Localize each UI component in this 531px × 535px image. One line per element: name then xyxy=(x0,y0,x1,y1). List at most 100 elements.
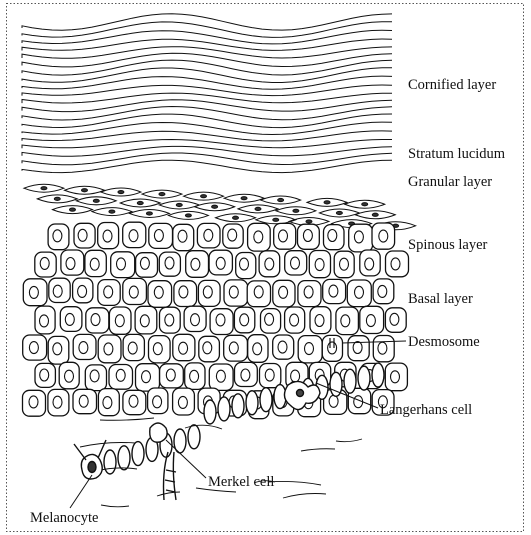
cell-nucleus xyxy=(254,231,263,243)
cell-nucleus xyxy=(329,285,338,297)
cell-nucleus xyxy=(203,286,212,298)
label-melanocyte: Melanocyte xyxy=(30,510,98,526)
cell-nucleus xyxy=(390,313,399,325)
cornified-line xyxy=(22,68,392,83)
label-granular-layer: Granular layer xyxy=(408,174,492,190)
cell-nucleus xyxy=(53,230,62,242)
cell-nucleus xyxy=(378,285,387,297)
cell-nucleus xyxy=(128,342,137,354)
dermis-fiber xyxy=(301,449,335,451)
cell-nucleus xyxy=(117,258,126,270)
cell-nucleus xyxy=(129,230,138,242)
cell-nucleus xyxy=(179,342,188,354)
cell-nucleus xyxy=(53,285,62,297)
cell-nucleus xyxy=(265,313,274,325)
cell-nucleus xyxy=(279,286,288,298)
cell-nucleus xyxy=(65,313,74,325)
cell-nucleus xyxy=(142,371,151,383)
basal-cell xyxy=(118,446,130,470)
granular-granule xyxy=(278,198,284,201)
basal-cell xyxy=(104,450,116,474)
cornified-layer-drawing xyxy=(22,14,392,173)
cell-nucleus xyxy=(278,341,287,353)
dermis-fiber xyxy=(157,492,180,496)
granular-granule xyxy=(306,220,312,223)
granular-granule xyxy=(185,214,191,217)
melanocyte-drawing xyxy=(74,440,106,479)
cell-nucleus xyxy=(328,342,337,354)
cell-nucleus xyxy=(79,395,88,407)
cell-nucleus xyxy=(29,396,38,408)
cell-nucleus xyxy=(153,396,162,408)
cell-nucleus xyxy=(53,396,62,408)
cell-nucleus xyxy=(140,315,149,327)
cell-nucleus xyxy=(90,370,99,382)
cornified-line xyxy=(22,30,392,44)
cell-nucleus xyxy=(78,229,87,241)
cell-nucleus xyxy=(29,342,38,354)
cell-nucleus xyxy=(253,343,262,355)
cell-nucleus xyxy=(378,342,387,354)
cell-nucleus xyxy=(265,258,274,270)
label-basal-layer: Basal layer xyxy=(408,291,473,307)
cell-nucleus xyxy=(153,343,162,355)
cornified-line xyxy=(22,114,392,128)
cell-nucleus xyxy=(265,369,274,381)
cell-nucleus xyxy=(165,314,174,326)
granular-granule xyxy=(201,195,207,198)
granular-granule xyxy=(336,211,342,214)
cell-nucleus xyxy=(291,370,300,382)
cell-nucleus xyxy=(191,314,200,326)
cell-nucleus xyxy=(79,342,88,354)
cell-nucleus xyxy=(165,257,174,269)
label-langerhans-cell: Langerhans cell xyxy=(380,402,472,418)
cell-nucleus xyxy=(40,369,49,381)
cell-nucleus xyxy=(365,258,374,270)
cell-nucleus xyxy=(391,371,400,383)
cell-nucleus xyxy=(104,286,113,298)
cell-nucleus xyxy=(90,258,99,270)
cell-nucleus xyxy=(178,230,187,242)
cornified-line xyxy=(22,160,392,172)
cell-nucleus xyxy=(154,286,163,298)
cornified-line xyxy=(22,85,392,96)
cell-nucleus xyxy=(104,343,113,355)
cell-nucleus xyxy=(341,315,350,327)
cell-nucleus xyxy=(178,396,187,408)
cell-nucleus xyxy=(91,314,100,326)
cell-nucleus xyxy=(240,258,249,270)
cell-nucleus xyxy=(179,286,188,298)
cell-nucleus xyxy=(129,286,138,298)
granular-granule xyxy=(212,205,218,208)
cell-nucleus xyxy=(290,314,299,326)
granular-granule xyxy=(293,209,299,212)
dermis-fiber xyxy=(100,418,154,420)
cell-nucleus xyxy=(65,370,74,382)
cell-nucleus xyxy=(229,286,238,298)
cell-nucleus xyxy=(40,315,49,327)
basal-cell xyxy=(260,388,272,412)
cell-nucleus xyxy=(116,369,125,381)
granular-granule xyxy=(54,197,60,200)
cell-nucleus xyxy=(340,258,349,270)
cell-nucleus xyxy=(254,286,263,298)
basal-cell xyxy=(218,397,230,421)
cell-nucleus xyxy=(115,315,124,327)
cell-nucleus xyxy=(329,395,338,407)
cornified-line xyxy=(22,122,392,134)
granular-granule xyxy=(233,216,239,219)
cell-nucleus xyxy=(240,314,249,326)
cell-nucleus xyxy=(103,397,112,409)
basal-cell xyxy=(132,442,144,466)
cornified-line xyxy=(22,53,392,67)
basal-cell xyxy=(344,369,356,393)
cell-nucleus xyxy=(190,370,199,382)
label-cornified-layer: Cornified layer xyxy=(408,77,496,93)
cell-nucleus xyxy=(328,230,337,242)
label-spinous-layer: Spinous layer xyxy=(408,237,488,253)
basal-cell xyxy=(246,391,258,415)
cell-nucleus xyxy=(241,369,250,381)
cornified-line xyxy=(22,140,392,149)
basal-cell xyxy=(232,394,244,418)
